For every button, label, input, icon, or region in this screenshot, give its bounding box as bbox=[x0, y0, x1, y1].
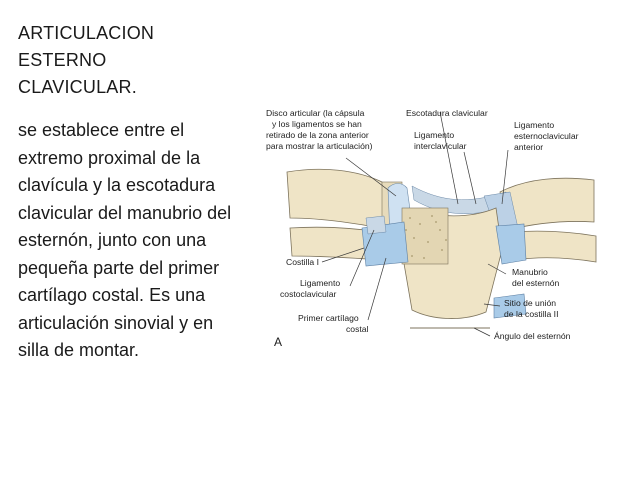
right-clavicle-bone bbox=[499, 177, 595, 231]
label-cartilago-2: costal bbox=[346, 324, 369, 334]
label-disco-2: y los ligamentos se han bbox=[272, 119, 362, 129]
label-lig-inter-1: Ligamento bbox=[414, 130, 454, 140]
anatomy-figure: Disco articular (la cápsula y los ligame… bbox=[262, 100, 602, 360]
slide-title: ARTICULACION ESTERNO CLAVICULAR. bbox=[18, 20, 238, 101]
manubrium-cut-section bbox=[401, 207, 449, 265]
label-disco-1: Disco articular (la cápsula bbox=[266, 108, 365, 118]
label-disco-3: retirado de la zona anterior bbox=[266, 130, 369, 140]
first-rib-right bbox=[511, 230, 597, 263]
title-line-1: ARTICULACION bbox=[18, 23, 155, 43]
leader-lines bbox=[321, 111, 509, 337]
label-sitio-1: Sitio de unión bbox=[504, 298, 556, 308]
label-lig-costo-1: Ligamento bbox=[300, 278, 340, 288]
figure-letter: A bbox=[274, 335, 282, 349]
label-lig-esterno-1: Ligamento bbox=[514, 120, 554, 130]
title-line-3: CLAVICULAR. bbox=[18, 77, 137, 97]
label-sitio-2: de la costilla II bbox=[504, 309, 558, 319]
slide-body-text: se establece entre el extremo proximal d… bbox=[18, 120, 232, 360]
spongy-bone-texture bbox=[405, 215, 447, 259]
label-lig-costo-2: costoclavicular bbox=[280, 289, 336, 299]
label-manubrio-2: del esternón bbox=[512, 278, 560, 288]
label-lig-inter-2: interclavicular bbox=[414, 141, 467, 151]
label-disco-4: para mostrar la articulación) bbox=[266, 141, 373, 151]
label-cartilago-1: Primer cartílago bbox=[298, 313, 359, 323]
label-escotadura: Escotadura clavicular bbox=[406, 108, 488, 118]
sternoclavicular-illustration: Disco articular (la cápsula y los ligame… bbox=[266, 108, 597, 349]
label-lig-esterno-2: esternoclavicular bbox=[514, 131, 579, 141]
label-manubrio-1: Manubrio bbox=[512, 267, 548, 277]
second-costal-cartilage-right bbox=[493, 293, 527, 319]
label-angulo: Ángulo del esternón bbox=[494, 331, 571, 341]
first-costal-cartilage-right bbox=[495, 223, 527, 265]
title-line-2: ESTERNO bbox=[18, 50, 107, 70]
label-lig-esterno-3: anterior bbox=[514, 142, 543, 152]
costoclavicular-ligament bbox=[365, 215, 387, 235]
label-costilla: Costilla I bbox=[286, 257, 319, 267]
